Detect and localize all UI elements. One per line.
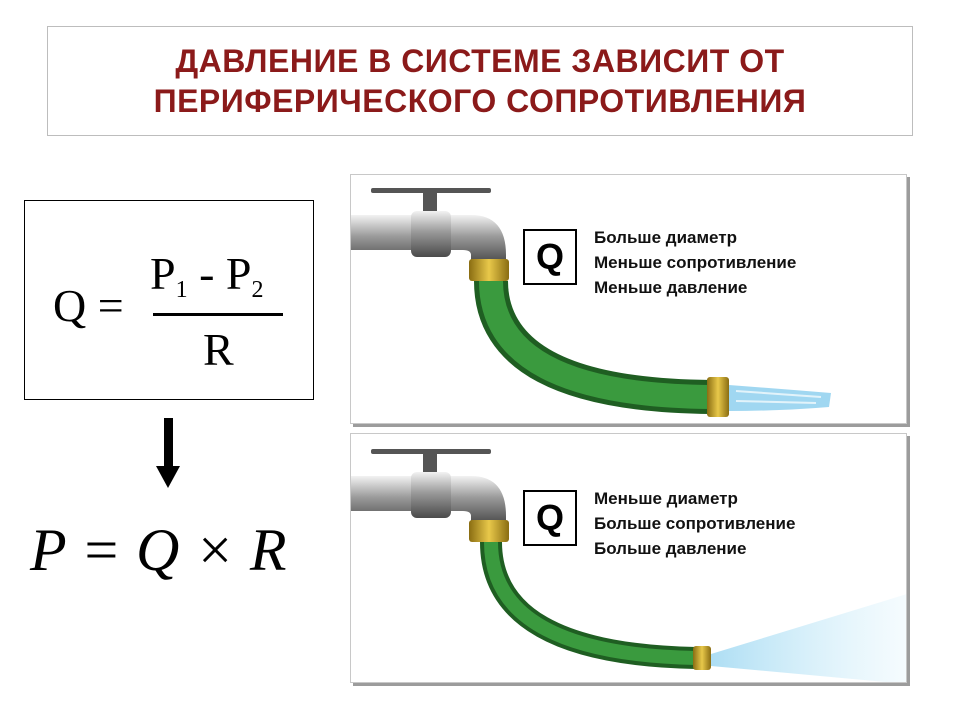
panel-2-description: Меньше диаметр Больше сопротивление Боль…: [594, 486, 795, 561]
formula-numerator: P1 - P2: [150, 247, 264, 304]
formula-lhs: Q =: [53, 280, 124, 331]
down-arrow-shaft: [164, 418, 173, 468]
formula-p1: P: [150, 248, 176, 299]
faucet-wide-hose-illustration: [351, 188, 831, 417]
title-line-2: ПЕРИФЕРИЧЕСКОГО СОПРОТИВЛЕНИЯ: [153, 83, 807, 119]
panel-1-description: Больше диаметр Меньше сопротивление Мень…: [594, 225, 796, 300]
faucet-narrow-hose-illustration: [351, 449, 906, 682]
flow-q-box: Q: [523, 229, 577, 285]
panel-2-line-diameter: Меньше диаметр: [594, 489, 738, 508]
panel-2-line-resistance: Больше сопротивление: [594, 514, 796, 533]
title-box: ДАВЛЕНИЕ В СИСТЕМЕ ЗАВИСИТ ОТ ПЕРИФЕРИЧЕ…: [47, 26, 913, 136]
panel-1-line-resistance: Меньше сопротивление: [594, 253, 797, 272]
formula-p2: P: [225, 248, 252, 299]
down-arrow-icon: [156, 466, 180, 488]
formula-p1-sub: 1: [175, 277, 188, 303]
panel-narrow-hose: Q Меньше диаметр Больше сопротивление Бо…: [350, 433, 907, 683]
panel-2-line-pressure: Больше давление: [594, 539, 747, 558]
title-line-1: ДАВЛЕНИЕ В СИСТЕМЕ ЗАВИСИТ ОТ: [175, 43, 785, 79]
formula-p2-sub: 2: [251, 277, 264, 303]
slide-title: ДАВЛЕНИЕ В СИСТЕМЕ ЗАВИСИТ ОТ ПЕРИФЕРИЧЕ…: [154, 41, 807, 121]
formula-denominator: R: [203, 324, 234, 375]
fraction-bar: [153, 313, 283, 316]
panel-1-line-diameter: Больше диаметр: [594, 228, 737, 247]
formula-minus: -: [187, 248, 226, 299]
panel-1-line-pressure: Меньше давление: [594, 278, 748, 297]
formula-box: Q = P1 - P2 R: [24, 200, 314, 400]
result-formula: P = Q × R: [30, 517, 287, 583]
flow-q-box: Q: [523, 490, 577, 546]
panel-wide-hose: Q Больше диаметр Меньше сопротивление Ме…: [350, 174, 907, 424]
